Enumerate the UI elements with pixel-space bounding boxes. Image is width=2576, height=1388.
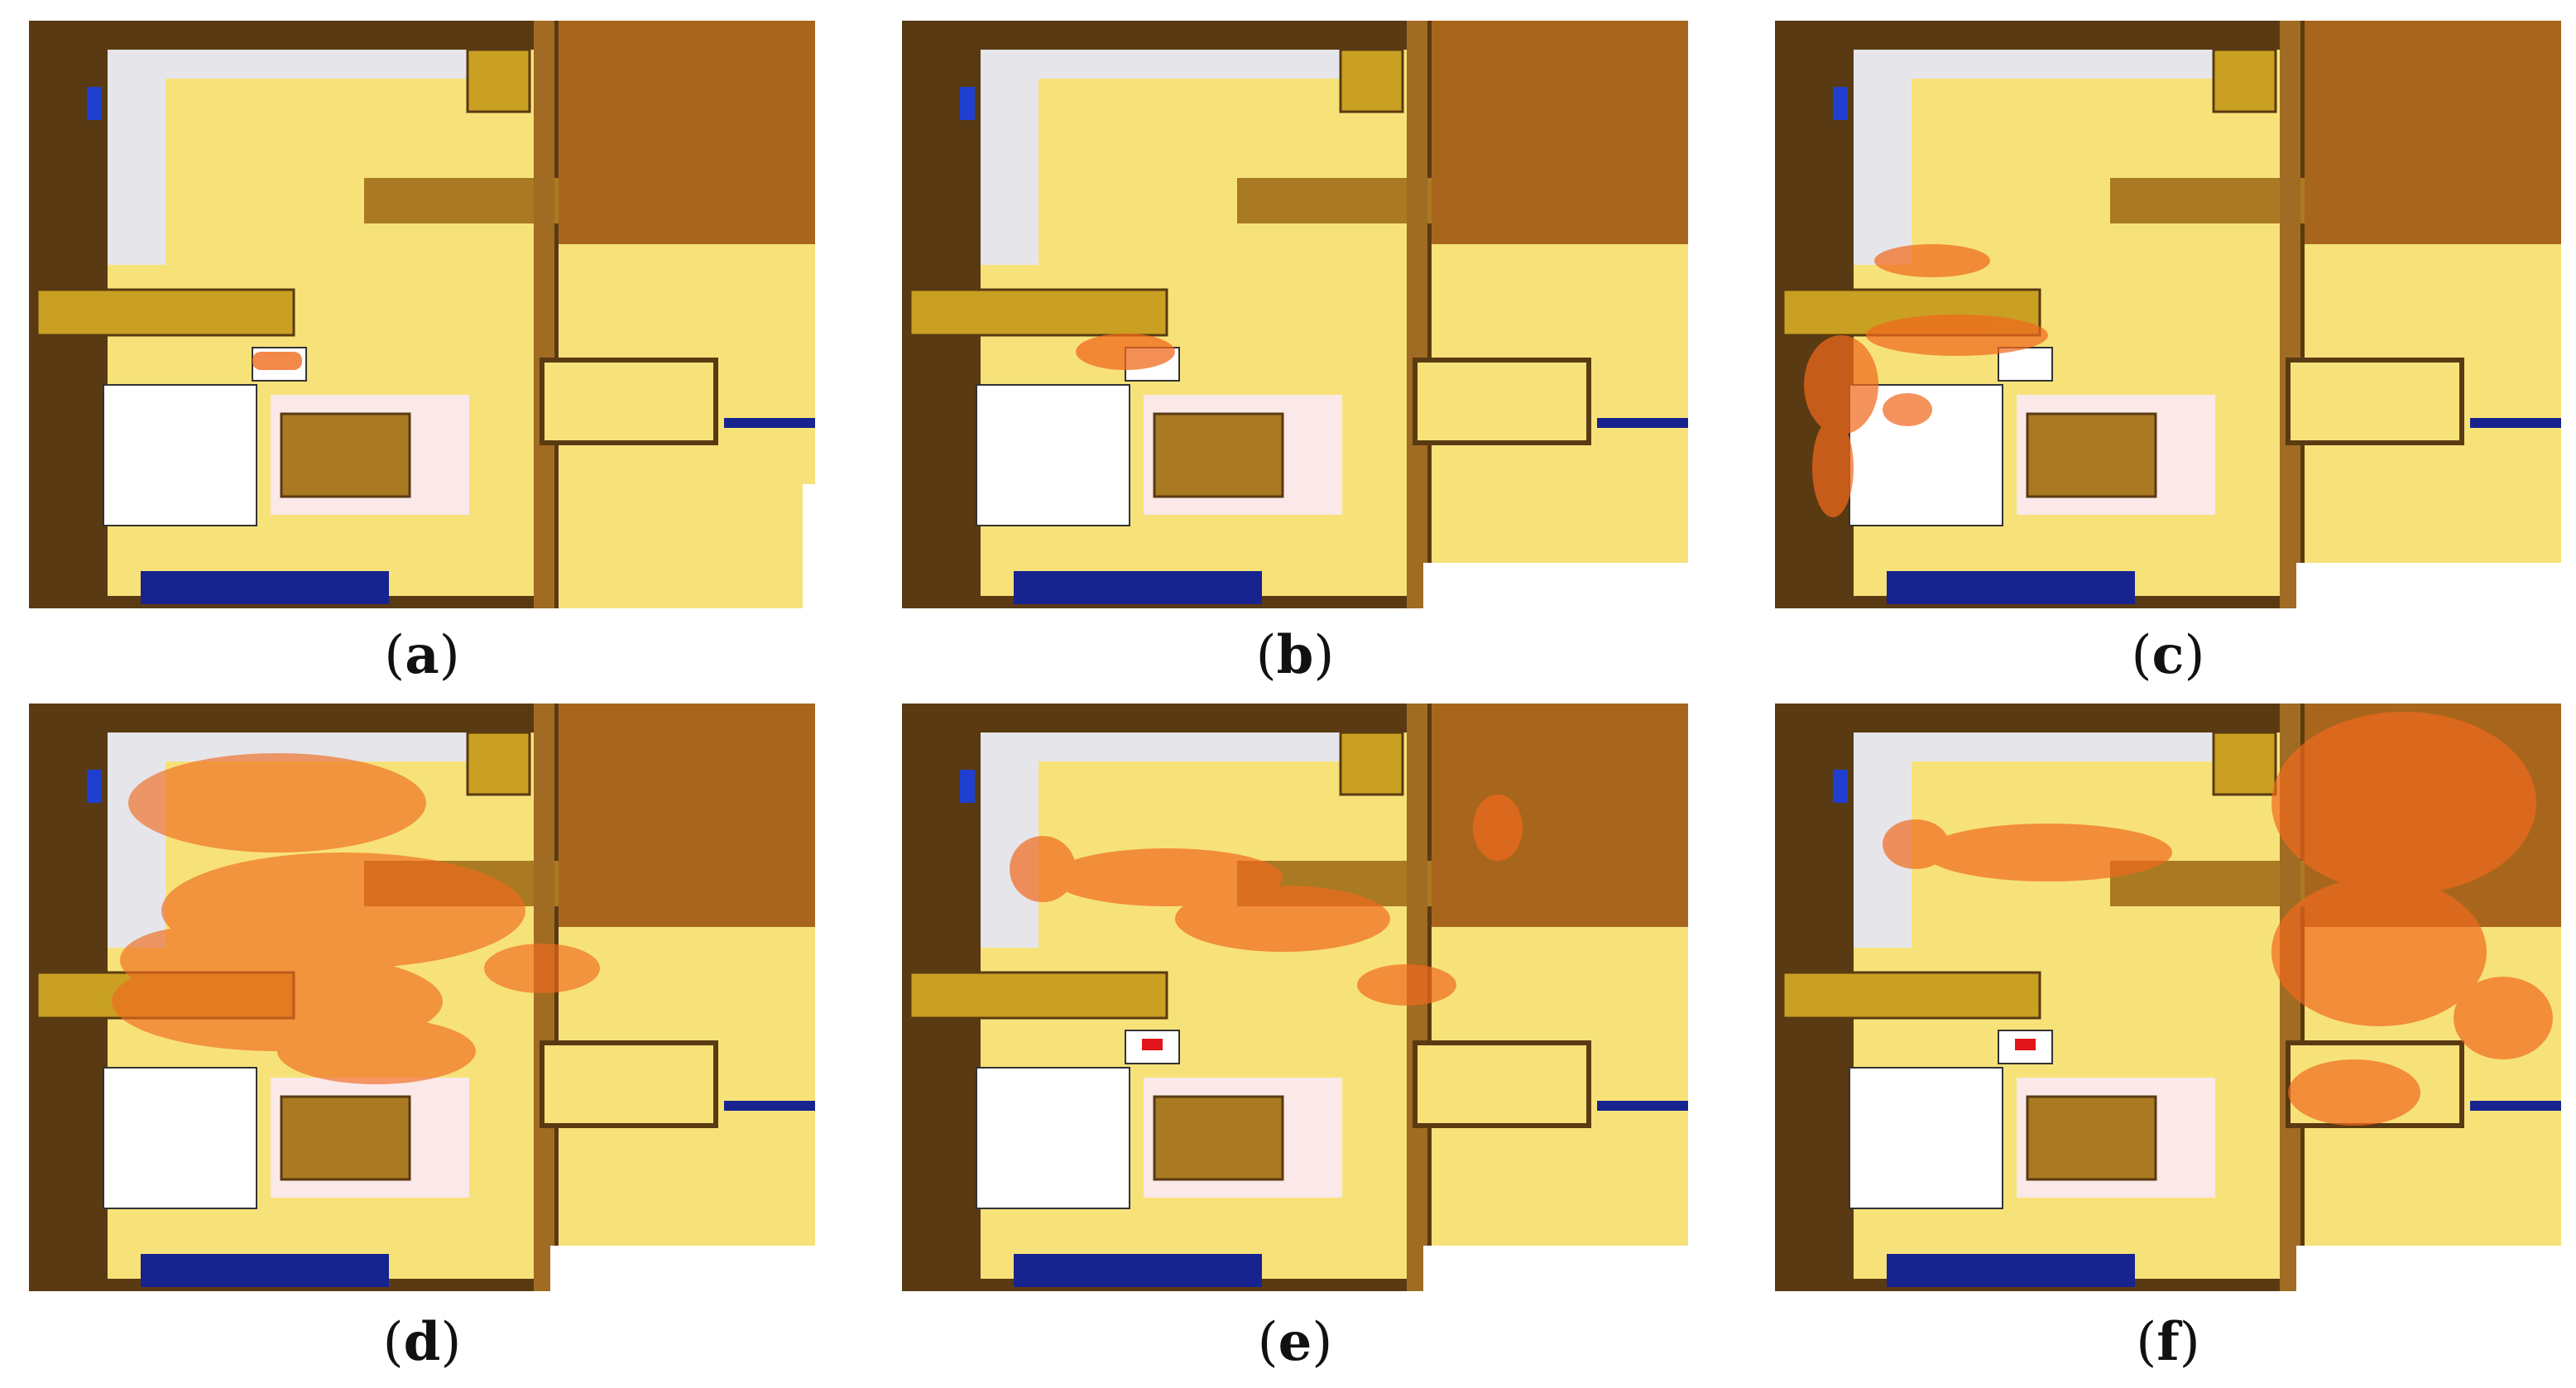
fire-plume <box>1883 712 2553 1126</box>
caption-f: (f) <box>2136 1311 2200 1373</box>
caption-b: (b) <box>1255 624 1335 686</box>
counter-white-top <box>108 50 530 79</box>
rug-blue <box>141 571 389 604</box>
fire-plume <box>1076 334 1175 370</box>
fire-plume <box>1804 244 2048 517</box>
fire-small <box>252 352 302 370</box>
caption-c: (c) <box>2131 624 2205 686</box>
kitchen-cabinet <box>36 288 295 337</box>
desk-shelf <box>364 178 559 223</box>
partition-wall <box>534 21 554 608</box>
heater-hot <box>1142 1039 1163 1050</box>
heater-grid <box>1998 1030 2053 1064</box>
panel-d <box>29 704 815 1291</box>
fire-plume <box>1010 795 1523 1006</box>
caption-a: (a) <box>384 624 460 686</box>
sofa-grid <box>103 384 257 526</box>
door-white <box>803 484 815 608</box>
hall-blue <box>724 418 815 428</box>
floorplan-b <box>902 21 1688 608</box>
panel-c <box>1775 21 2561 608</box>
counter-white <box>108 50 165 265</box>
coffee-table <box>280 412 411 498</box>
floorplan-e <box>902 704 1688 1291</box>
panel-a <box>29 21 815 608</box>
stair-landing <box>540 358 718 445</box>
floorplan-d <box>29 704 815 1291</box>
panel-e <box>902 704 1688 1291</box>
panel-b <box>902 21 1688 608</box>
floorplan-f <box>1775 704 2561 1291</box>
cabinet-gold-top <box>466 48 531 113</box>
floorplan-a <box>29 21 815 608</box>
fire-plume <box>112 753 600 1084</box>
heater-hot <box>2015 1039 2036 1050</box>
caption-d: (d) <box>382 1311 462 1373</box>
floorplan-c <box>1775 21 2561 608</box>
stairs <box>559 21 815 244</box>
panel-f <box>1775 704 2561 1291</box>
window-blue <box>87 87 102 120</box>
caption-e: (e) <box>1257 1311 1333 1373</box>
